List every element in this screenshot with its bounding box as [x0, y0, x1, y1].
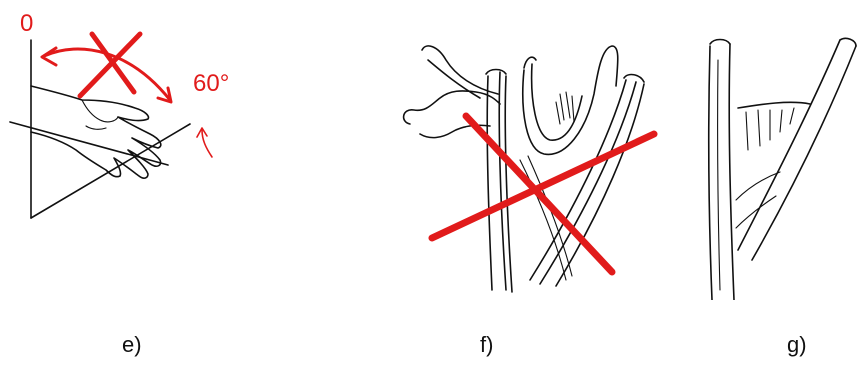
hand-thumb-detail: [86, 126, 106, 129]
vertical-tendon-top: [710, 40, 730, 45]
upper-left-bone: [422, 46, 498, 94]
curved-arrow-head-left: [42, 48, 56, 65]
panel-f: f): [380, 0, 680, 368]
central-structure-inner: [532, 64, 582, 140]
hand-sketch: [31, 86, 161, 178]
panel-label-e: e): [122, 334, 142, 356]
panel-g-drawing: [690, 0, 863, 300]
left-curled-structure: [404, 91, 500, 124]
panel-e: 0 60° e): [0, 0, 260, 368]
panel-label-f: f): [480, 334, 493, 356]
panel-g: g): [690, 0, 863, 368]
right-tendon-top: [624, 75, 644, 82]
left-tendon-c: [505, 76, 512, 292]
central-hatch: [556, 92, 574, 124]
diagonal-tendon-right-edge: [752, 46, 856, 260]
vertical-tendon-right-edge: [729, 44, 734, 300]
angle-label: 60°: [193, 72, 229, 96]
vertical-tendon-inner: [718, 60, 720, 290]
panel-e-drawing: [0, 0, 260, 300]
zero-label: 0: [20, 12, 33, 36]
webbing-hatch: [746, 108, 794, 150]
diagonal-tendon-top: [840, 38, 856, 46]
left-tendon-a: [487, 76, 492, 290]
panel-label-g: g): [787, 334, 807, 356]
central-structure-outer: [523, 46, 618, 154]
central-structure-top: [524, 57, 536, 68]
vertical-tendon-left-edge: [709, 46, 712, 300]
diagonal-baseline: [31, 124, 190, 218]
hand-finger-detail: [82, 100, 118, 122]
diagonal-tendon-left-edge: [738, 40, 840, 250]
panel-f-drawing: [380, 0, 680, 300]
webbing-top: [738, 102, 810, 108]
panel-f-cross-stroke-1: [432, 134, 654, 238]
left-tendon-top: [486, 70, 506, 75]
rotation-arrow: [202, 130, 212, 157]
